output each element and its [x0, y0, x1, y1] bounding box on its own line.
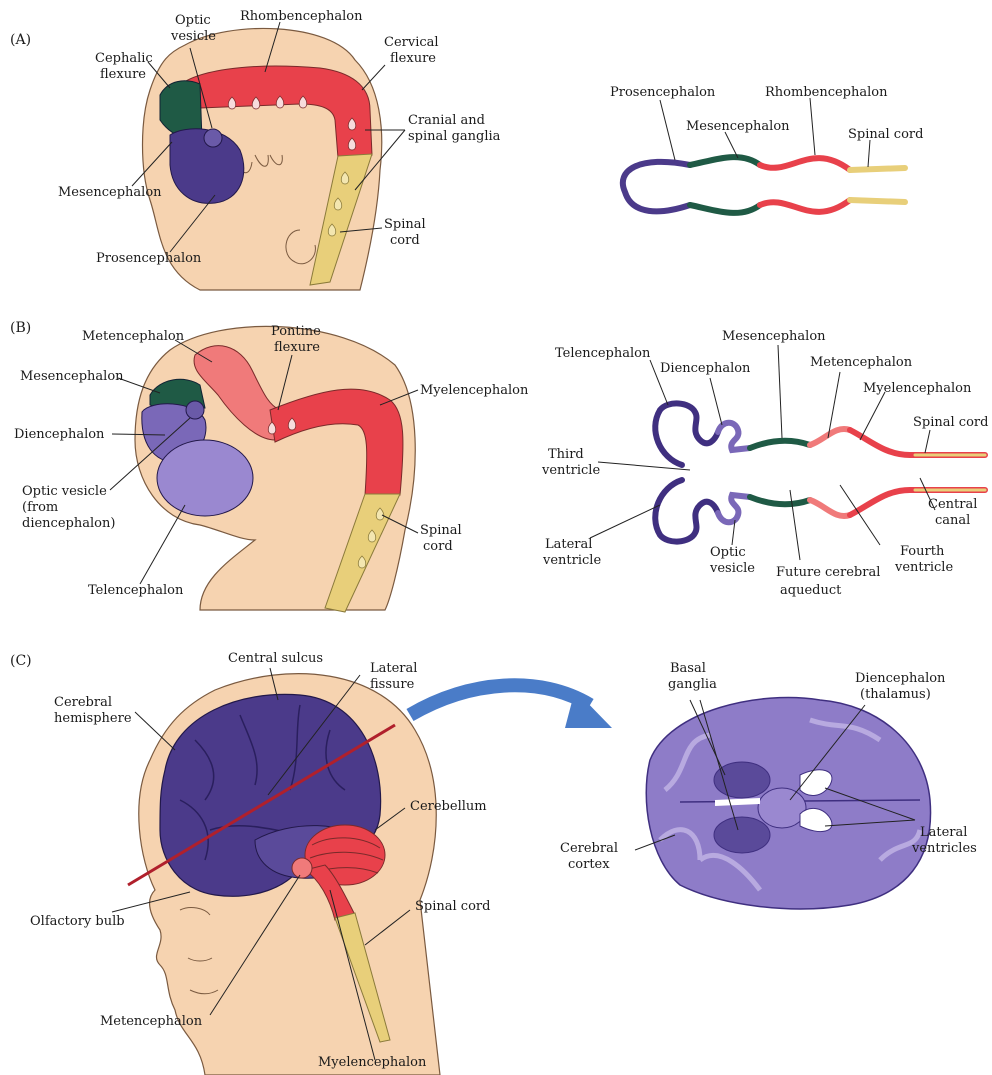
panel-c-section-basal-ganglia-2: ganglia: [668, 677, 717, 692]
panel-a-schematic-rhombencephalon: Rhombencephalon: [765, 85, 888, 100]
panel-a-label-cervical-flexure-1: Cervical: [384, 35, 439, 50]
panel-c-label-central-sulcus: Central sulcus: [228, 651, 323, 666]
panel-a-label-mesencephalon: Mesencephalon: [58, 185, 162, 200]
panel-b-label-spinal-cord-1: Spinal: [420, 523, 462, 538]
panel-b-letter: (B): [10, 320, 31, 336]
panel-b-label-myelencephalon: Myelencephalon: [420, 383, 529, 398]
panel-b-schematic-optic-vesicle-2: vesicle: [709, 561, 755, 576]
panel-b-schematic-mesencephalon: Mesencephalon: [722, 329, 826, 344]
panel-b-label-optic-vesicle-1: Optic vesicle: [22, 484, 107, 499]
panel-b-schematic-future-aqueduct-2: aqueduct: [780, 583, 842, 598]
panel-b-schematic-spinal-cord: Spinal cord: [913, 415, 988, 430]
panel-b-schematic-central-canal-1: Central: [928, 497, 977, 512]
panel-a-label-prosencephalon: Prosencephalon: [96, 251, 202, 266]
panel-c-pons-shape: [292, 858, 312, 878]
panel-c-basal-ganglia-shape: [714, 762, 770, 798]
panel-c-section-basal-ganglia-1: Basal: [670, 661, 706, 676]
panel-b-schematic-lateral-ventricle-2: ventricle: [542, 553, 601, 568]
panel-c-basal-ganglia-shape-2: [714, 817, 770, 853]
panel-b-schematic-leaders: [590, 345, 935, 560]
panel-c-label-cerebellum: Cerebellum: [410, 799, 487, 814]
panel-c-section-cerebral-cortex-2: cortex: [568, 857, 610, 872]
panel-c-label-lateral-fissure-1: Lateral: [370, 661, 417, 676]
panel-b-label-pontine-flexure-2: flexure: [274, 340, 320, 355]
panel-b-label-diencephalon: Diencephalon: [14, 427, 105, 442]
panel-c-arrow: [410, 685, 590, 715]
panel-a-label-cervical-flexure-2: flexure: [390, 51, 436, 66]
panel-b-schematic-lateral-ventricle-1: Lateral: [545, 537, 592, 552]
panel-a-optic-vesicle-shape: [204, 129, 222, 147]
panel-b-label-pontine-flexure-1: Pontine: [271, 324, 321, 339]
panel-c-label-lateral-fissure-2: fissure: [370, 677, 415, 692]
panel-c-label-cerebral-hemisphere-2: hemisphere: [54, 711, 132, 726]
panel-b-label-telencephalon: Telencephalon: [88, 583, 184, 598]
panel-a-letter: (A): [10, 32, 31, 48]
panel-b-schematic-metencephalon: Metencephalon: [810, 355, 913, 370]
panel-c-section-lateral-ventricles-1: Lateral: [920, 825, 967, 840]
panel-a-label-optic-vesicle-1: Optic: [175, 13, 211, 28]
panel-a-label-spinal-cord-2: cord: [390, 233, 420, 248]
panel-b-label-optic-vesicle-3: diencephalon): [22, 516, 115, 531]
panel-b-schematic-fourth-ventricle-2: ventricle: [894, 560, 953, 575]
panel-b-label-mesencephalon: Mesencephalon: [20, 369, 124, 384]
panel-c-label-cerebral-hemisphere-1: Cerebral: [54, 695, 112, 710]
panel-b-schematic-third-ventricle-1: Third: [548, 447, 584, 462]
panel-c-section-diencephalon-2: (thalamus): [860, 687, 931, 702]
panel-c-label-myelencephalon: Myelencephalon: [318, 1055, 427, 1070]
panel-b: (B) Metence: [10, 320, 988, 612]
panel-b-optic-vesicle-shape: [186, 401, 204, 419]
panel-a-label-rhombencephalon: Rhombencephalon: [240, 9, 363, 24]
panel-a-schematic: [623, 157, 905, 213]
panel-b-label-metencephalon: Metencephalon: [82, 329, 185, 344]
panel-b-schematic-central-canal-2: canal: [935, 513, 970, 528]
panel-c-thalamus-shape: [758, 788, 806, 828]
panel-b-telencephalon-shape: [157, 440, 253, 516]
panel-b-schematic-future-aqueduct-1: Future cerebral: [776, 565, 880, 580]
panel-a: (A): [10, 9, 923, 290]
panel-a-schematic-spinal-cord: Spinal cord: [848, 127, 923, 142]
panel-a-label-ganglia-1: Cranial and: [408, 113, 485, 128]
panel-c-letter: (C): [10, 653, 32, 669]
panel-c-section-diencephalon-1: Diencephalon: [855, 671, 946, 686]
panel-a-schematic-mesencephalon: Mesencephalon: [686, 119, 790, 134]
panel-b-schematic-telencephalon: Telencephalon: [555, 346, 651, 361]
panel-b-schematic-myelencephalon: Myelencephalon: [863, 381, 972, 396]
panel-a-label-optic-vesicle-2: vesicle: [170, 29, 216, 44]
panel-c-label-spinal-cord: Spinal cord: [415, 899, 490, 914]
panel-b-label-spinal-cord-2: cord: [423, 539, 453, 554]
panel-a-schematic-prosencephalon: Prosencephalon: [610, 85, 716, 100]
panel-a-label-cephalic-flexure-2: flexure: [100, 67, 146, 82]
panel-b-schematic-third-ventricle-2: ventricle: [541, 463, 600, 478]
panel-c: (C) Central sulcus Lateral fis: [10, 651, 977, 1075]
panel-c-section-cerebral-cortex-1: Cerebral: [560, 841, 618, 856]
panel-b-label-optic-vesicle-2: (from: [22, 500, 58, 515]
panel-a-label-cephalic-flexure-1: Cephalic: [95, 51, 153, 66]
panel-c-label-olfactory-bulb: Olfactory bulb: [30, 914, 125, 929]
panel-b-schematic-optic-vesicle-1: Optic: [710, 545, 746, 560]
panel-c-label-metencephalon: Metencephalon: [100, 1014, 203, 1029]
panel-a-label-ganglia-2: spinal ganglia: [408, 129, 501, 144]
panel-b-schematic-fourth-ventricle-1: Fourth: [900, 544, 945, 559]
panel-b-schematic-diencephalon: Diencephalon: [660, 361, 751, 376]
panel-c-section-lateral-ventricles-2: ventricles: [911, 841, 977, 856]
panel-a-label-spinal-cord-1: Spinal: [384, 217, 426, 232]
